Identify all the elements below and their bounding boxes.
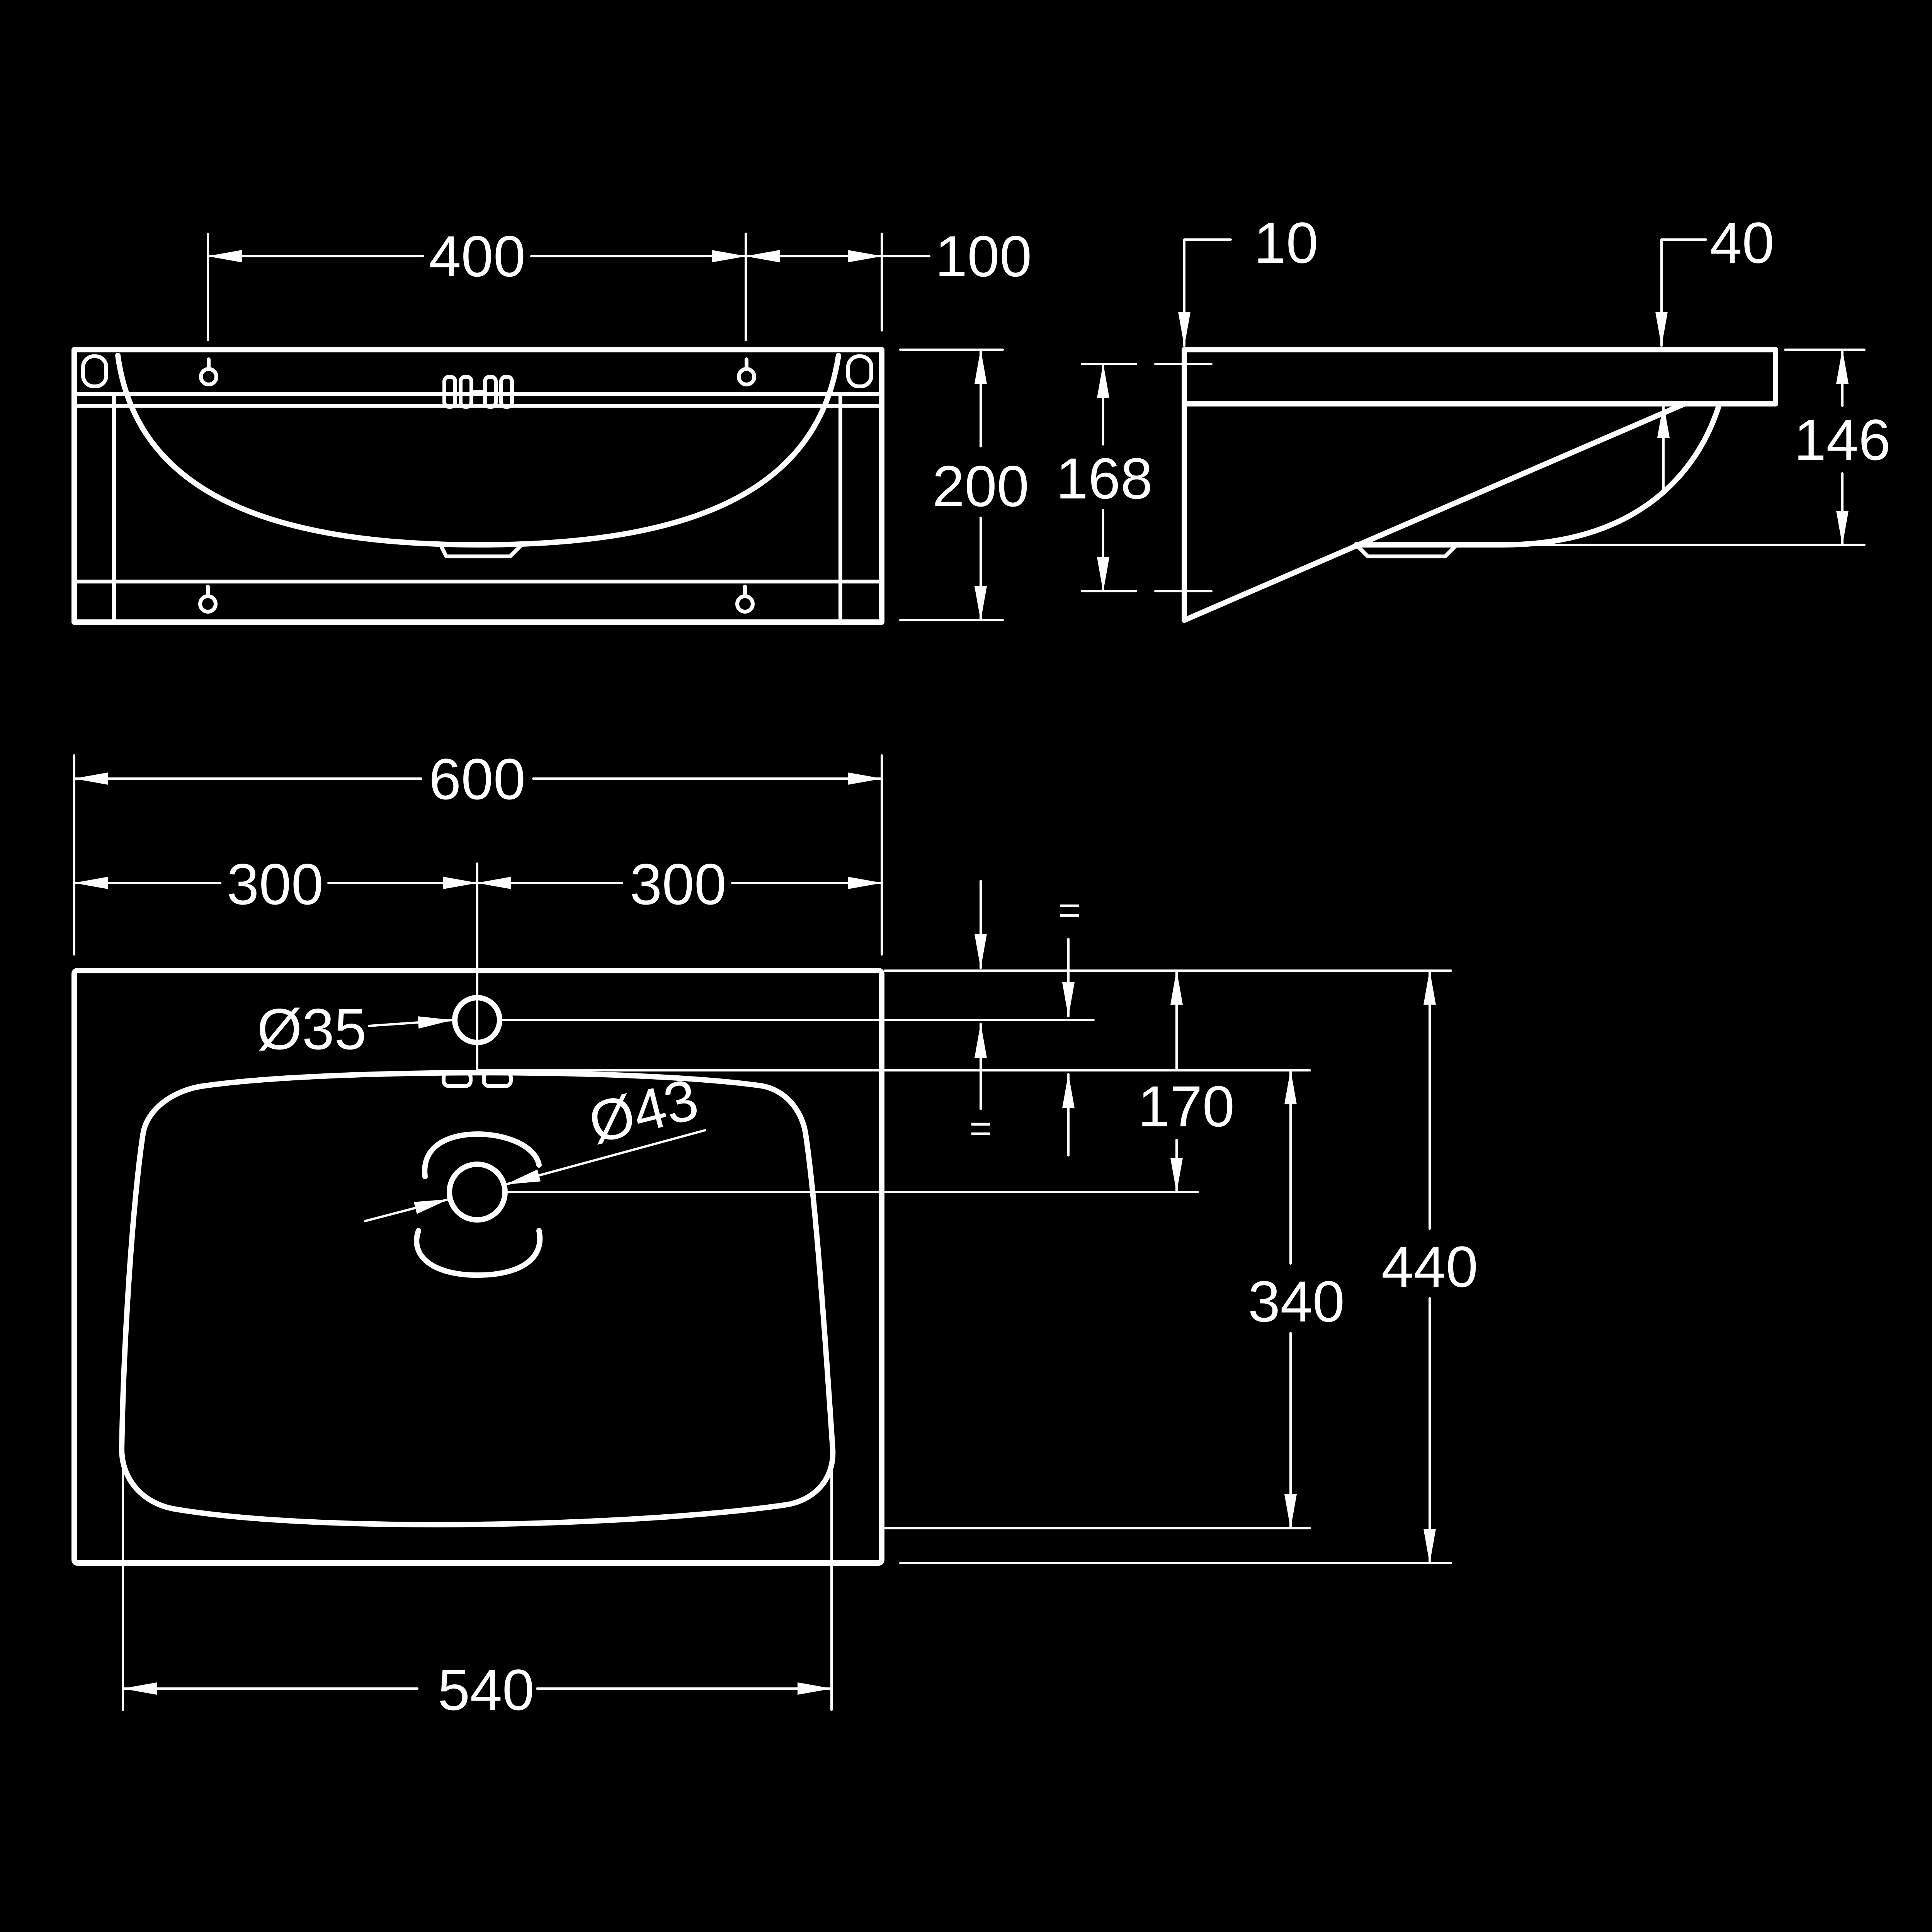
overflow-fixing-icon — [442, 1070, 513, 1088]
dim-200: 200 — [932, 454, 1029, 519]
dim-line-43-a — [364, 1198, 449, 1222]
waste-hole-icon — [447, 1162, 508, 1223]
keyhole-top-right-icon — [737, 357, 756, 386]
keyhole-top-left-icon — [199, 357, 218, 386]
dim-43: Ø43 — [582, 1066, 704, 1156]
front-waste-outlet — [439, 543, 524, 558]
dim-line-43-b — [505, 1129, 706, 1185]
side-view: 10 40 168 146 — [1056, 210, 1891, 623]
dim-540: 540 — [438, 1657, 534, 1722]
keyhole-bottom-left-icon — [198, 585, 218, 614]
front-bowl-curve — [115, 353, 841, 548]
dim-35: Ø35 — [257, 997, 367, 1061]
front-view: 400 100 200 — [71, 224, 1032, 625]
dim-168: 168 — [1056, 446, 1153, 511]
dim-340: 340 — [1248, 1269, 1345, 1334]
dim-line-35 — [368, 1016, 453, 1029]
dim-146: 146 — [1794, 407, 1891, 472]
bowl-outline — [119, 1070, 836, 1527]
top-view: 600 300 300 Ø35 Ø43 = = 170 — [71, 747, 1478, 1722]
front-view-outline — [71, 347, 884, 625]
side-waste-outlet — [1354, 543, 1459, 558]
dim-10: 10 — [1254, 210, 1318, 275]
side-rim-outline — [1182, 347, 1778, 406]
waste-guard-bottom — [414, 1228, 543, 1278]
dim-line-10 — [1178, 238, 1232, 347]
dim-600: 600 — [429, 747, 526, 811]
keyhole-bottom-right-icon — [735, 585, 755, 614]
equal-mark-upper: = — [1058, 889, 1081, 932]
dim-170: 170 — [1138, 1074, 1235, 1139]
equal-mark-lower: = — [969, 1107, 992, 1150]
dim-line-40 — [1655, 238, 1707, 347]
front-center-fixing-icon — [442, 375, 514, 409]
side-bracket-line — [1182, 401, 1687, 623]
dim-440: 440 — [1381, 1234, 1478, 1299]
waste-guard-top — [422, 1131, 542, 1179]
dim-300-left: 300 — [227, 852, 323, 917]
side-bowl-curve — [1354, 401, 1722, 548]
dim-100: 100 — [935, 224, 1032, 289]
front-slot-right-icon — [846, 354, 873, 388]
dim-400: 400 — [429, 224, 526, 289]
dim-40: 40 — [1710, 210, 1774, 275]
front-slot-left-icon — [81, 354, 108, 388]
dim-300-right: 300 — [630, 852, 726, 917]
